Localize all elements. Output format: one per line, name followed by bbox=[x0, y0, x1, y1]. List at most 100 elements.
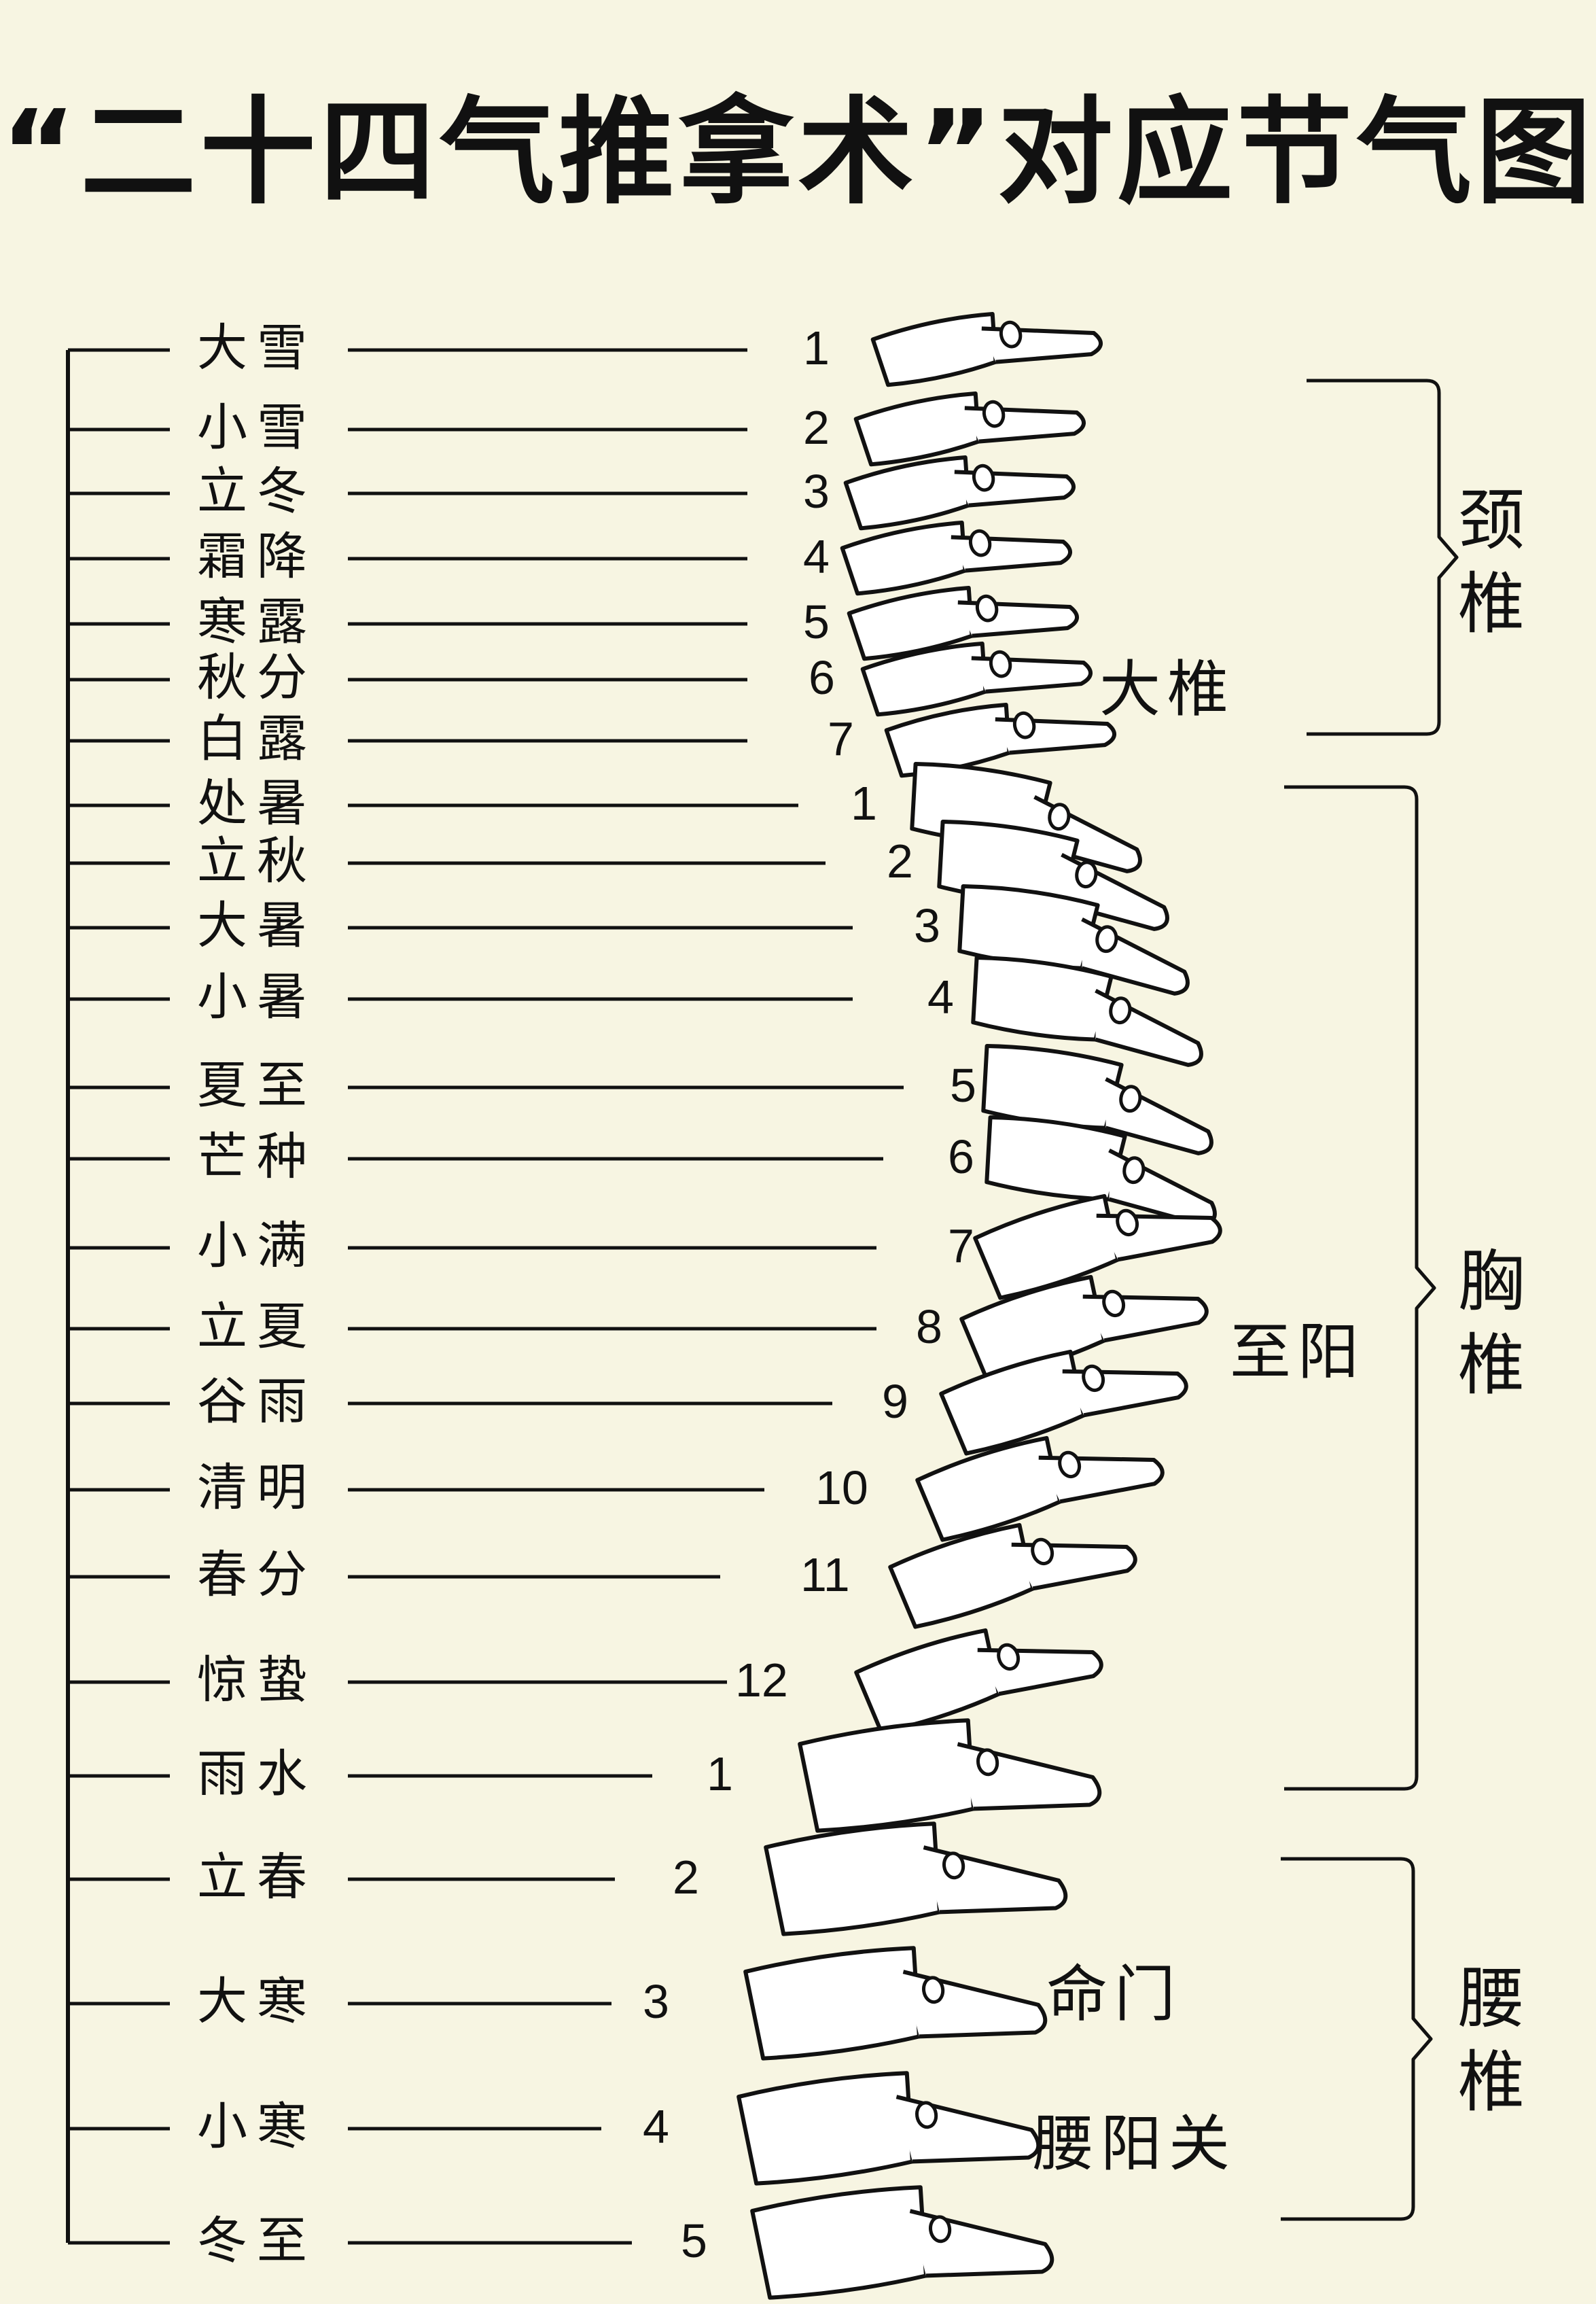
vertebra-number: 5 bbox=[681, 2217, 707, 2265]
solar-term-label: 立夏 bbox=[197, 1302, 333, 1352]
spinous-process bbox=[896, 2078, 1040, 2175]
spinous-process bbox=[903, 1953, 1046, 2050]
vertebra-number: 1 bbox=[803, 324, 830, 372]
solar-term-label: 冬至 bbox=[197, 2216, 333, 2266]
vertebral-foramen bbox=[1122, 1157, 1145, 1184]
vertebral-body bbox=[751, 2183, 933, 2301]
solar-term-label: 惊蛰 bbox=[197, 1655, 333, 1705]
solar-term-label: 小寒 bbox=[197, 2101, 333, 2152]
vertebra-number: 1 bbox=[707, 1750, 733, 1798]
vertebra-number: 4 bbox=[643, 2103, 669, 2150]
vertebral-body bbox=[799, 1716, 980, 1834]
vertebral-foramen bbox=[915, 2101, 938, 2129]
vertebral-foramen bbox=[976, 1749, 999, 1776]
solar-term-label: 立春 bbox=[197, 1852, 333, 1902]
region-lumbar: 腰椎 bbox=[1454, 1957, 1529, 2124]
vertebra-number: 2 bbox=[673, 1853, 699, 1901]
vertebra-number: 3 bbox=[914, 902, 940, 949]
vertebra-number: 4 bbox=[927, 973, 954, 1021]
solar-term-label: 立冬 bbox=[197, 466, 333, 517]
vertebra-number: 5 bbox=[950, 1062, 976, 1109]
vertebra-number: 7 bbox=[828, 715, 854, 763]
vertebral-foramen bbox=[929, 2216, 951, 2243]
solar-term-label: 霜降 bbox=[197, 531, 333, 582]
acupoint-mingmen: 命门 bbox=[1046, 1964, 1182, 2025]
vertebral-body bbox=[872, 310, 1003, 389]
vertebral-foramen bbox=[1109, 997, 1131, 1024]
vertebra-number: 5 bbox=[803, 598, 830, 646]
region-char: 腰 bbox=[1454, 1957, 1529, 2041]
solar-term-label: 白露 bbox=[197, 714, 333, 764]
vertebra-number: 3 bbox=[803, 468, 830, 515]
vertebral-body bbox=[916, 1434, 1067, 1545]
acupoint-yaoyangguan: 腰阳关 bbox=[1033, 2114, 1237, 2175]
solar-term-label: 清明 bbox=[197, 1463, 333, 1513]
vertebral-body bbox=[855, 1626, 1006, 1737]
solar-term-label: 立秋 bbox=[197, 836, 333, 886]
region-char: 颈 bbox=[1454, 479, 1529, 563]
solar-term-label: 春分 bbox=[197, 1550, 333, 1600]
solar-term-label: 夏至 bbox=[197, 1060, 333, 1111]
vertebra-number: 9 bbox=[882, 1378, 908, 1425]
region-char: 胸 bbox=[1454, 1240, 1529, 1324]
spinous-process bbox=[923, 1829, 1067, 1925]
vertebra bbox=[855, 1596, 1104, 1745]
vertebra bbox=[872, 290, 1102, 398]
spinous-process bbox=[982, 305, 1103, 376]
vertebra-number: 11 bbox=[800, 1551, 850, 1599]
vertebra bbox=[745, 1927, 1046, 2072]
vertebra-number: 4 bbox=[803, 533, 830, 580]
spinous-process bbox=[972, 635, 1093, 705]
vertebral-foramen bbox=[1075, 861, 1097, 888]
vertebra-number: 8 bbox=[916, 1303, 942, 1350]
vertebra-number: 6 bbox=[809, 654, 835, 701]
solar-term-label: 雨水 bbox=[197, 1749, 333, 1799]
spinous-process bbox=[995, 696, 1116, 767]
vertebral-body bbox=[889, 1521, 1040, 1632]
vertebral-foramen bbox=[1119, 1085, 1141, 1113]
vertebral-foramen bbox=[922, 1976, 944, 2004]
spinous-process bbox=[957, 1726, 1101, 1822]
vertebral-body bbox=[841, 519, 972, 598]
vertebral-body bbox=[745, 1944, 926, 2062]
vertebra bbox=[738, 2053, 1040, 2197]
solar-term-label: 处暑 bbox=[197, 778, 333, 828]
region-char: 椎 bbox=[1454, 1324, 1529, 1408]
vertebra bbox=[751, 2167, 1053, 2304]
vertebral-foramen bbox=[1095, 926, 1118, 953]
vertebra-number: 3 bbox=[643, 1978, 669, 2025]
vertebra-number: 6 bbox=[948, 1133, 974, 1181]
spinous-process bbox=[955, 449, 1076, 519]
vertebra bbox=[765, 1803, 1067, 1947]
vertebra bbox=[799, 1700, 1101, 1844]
region-thoracic: 胸椎 bbox=[1454, 1240, 1529, 1407]
vertebral-body bbox=[845, 453, 976, 533]
solar-term-label: 寒露 bbox=[197, 597, 333, 647]
vertebra-number: 2 bbox=[887, 837, 913, 885]
solar-term-label: 秋分 bbox=[197, 652, 333, 703]
region-char: 椎 bbox=[1454, 563, 1529, 646]
acupoint-dazhui: 大椎 bbox=[1099, 659, 1235, 720]
spinous-process bbox=[1087, 991, 1208, 1067]
solar-term-label: 大雪 bbox=[197, 323, 333, 373]
solar-term-label: 芒种 bbox=[197, 1132, 333, 1182]
solar-term-label: 小满 bbox=[197, 1221, 333, 1271]
region-char: 椎 bbox=[1454, 2041, 1529, 2125]
vertebra-number: 1 bbox=[851, 780, 877, 827]
solar-term-label: 谷雨 bbox=[197, 1376, 333, 1427]
spinous-process bbox=[958, 579, 1079, 650]
acupoint-zhiyang: 至阳 bbox=[1230, 1322, 1366, 1383]
vertebra-number: 7 bbox=[948, 1222, 974, 1270]
vertebra-number: 10 bbox=[815, 1464, 868, 1512]
vertebral-foramen bbox=[1048, 803, 1070, 831]
vertebral-body bbox=[765, 1819, 946, 1938]
vertebral-body bbox=[738, 2069, 919, 2187]
vertebra-number: 12 bbox=[735, 1656, 788, 1704]
vertebra-number: 2 bbox=[803, 404, 830, 451]
solar-term-label: 大寒 bbox=[197, 1976, 333, 2027]
region-cervical: 颈椎 bbox=[1454, 479, 1529, 646]
solar-term-label: 大暑 bbox=[197, 901, 333, 951]
vertebral-body bbox=[940, 1348, 1091, 1459]
spinous-process bbox=[951, 514, 1072, 584]
